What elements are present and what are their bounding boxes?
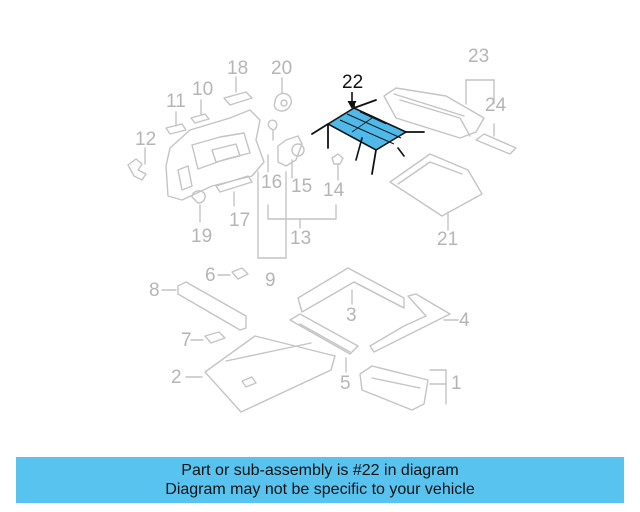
part-8-rail xyxy=(177,281,247,331)
callout-label: 11 xyxy=(166,91,186,112)
part-21-luggage-mat xyxy=(389,153,483,217)
part-20-hook xyxy=(273,92,292,112)
callout-label: 10 xyxy=(192,79,214,100)
part-6-clip xyxy=(231,267,249,280)
callout-label: 1 xyxy=(451,373,462,394)
part-24-bracket xyxy=(475,133,517,155)
part-17-plate xyxy=(215,175,253,193)
callout-label: 7 xyxy=(181,330,192,351)
callout-label: 17 xyxy=(229,210,251,231)
callout-label: 5 xyxy=(340,373,351,394)
callout-label: 24 xyxy=(485,95,507,116)
exploded-parts-diagram xyxy=(127,76,517,413)
part-7-clip xyxy=(204,331,226,344)
callout-label-highlighted: 22 xyxy=(342,72,364,93)
part-16-hook xyxy=(267,119,278,141)
part-23-tonneau-cover xyxy=(383,87,485,139)
callout-label: 4 xyxy=(459,310,470,331)
callout-label: 8 xyxy=(149,280,160,301)
callout-label: 14 xyxy=(323,180,345,201)
part-12-clip xyxy=(127,158,147,181)
part-18-bracket xyxy=(223,91,253,106)
part-19-clip xyxy=(191,190,206,204)
callout-label: 9 xyxy=(265,270,276,291)
callout-label: 13 xyxy=(290,228,312,249)
callout-label: 16 xyxy=(261,172,283,193)
callout-label: 19 xyxy=(191,226,213,247)
part-5-sill xyxy=(289,313,359,355)
callout-label: 12 xyxy=(135,129,157,150)
callout-label: 2 xyxy=(171,367,182,388)
part-quarter-trim-panel xyxy=(165,109,265,201)
callout-label: 20 xyxy=(271,58,293,79)
callout-label: 15 xyxy=(291,176,313,197)
part-14-clip xyxy=(331,153,344,165)
callout-label: 18 xyxy=(227,58,249,79)
callout-label: 3 xyxy=(346,305,357,326)
callout-label: 6 xyxy=(205,265,216,286)
part-10-clip xyxy=(190,113,210,124)
part-1-tray xyxy=(359,365,429,411)
banner-part-note: Part or sub-assembly is #22 in diagram xyxy=(181,462,459,479)
part-2-floor-mat xyxy=(204,335,336,413)
part-15-cover xyxy=(277,135,303,167)
banner-disclaimer: Diagram may not be specific to your vehi… xyxy=(165,481,475,498)
part-4-strip xyxy=(369,293,451,353)
part-22-cargo-net xyxy=(311,92,425,175)
info-banner: Part or sub-assembly is #22 in diagram D… xyxy=(16,457,624,503)
callout-label: 23 xyxy=(468,46,490,67)
callout-label: 21 xyxy=(437,229,459,250)
